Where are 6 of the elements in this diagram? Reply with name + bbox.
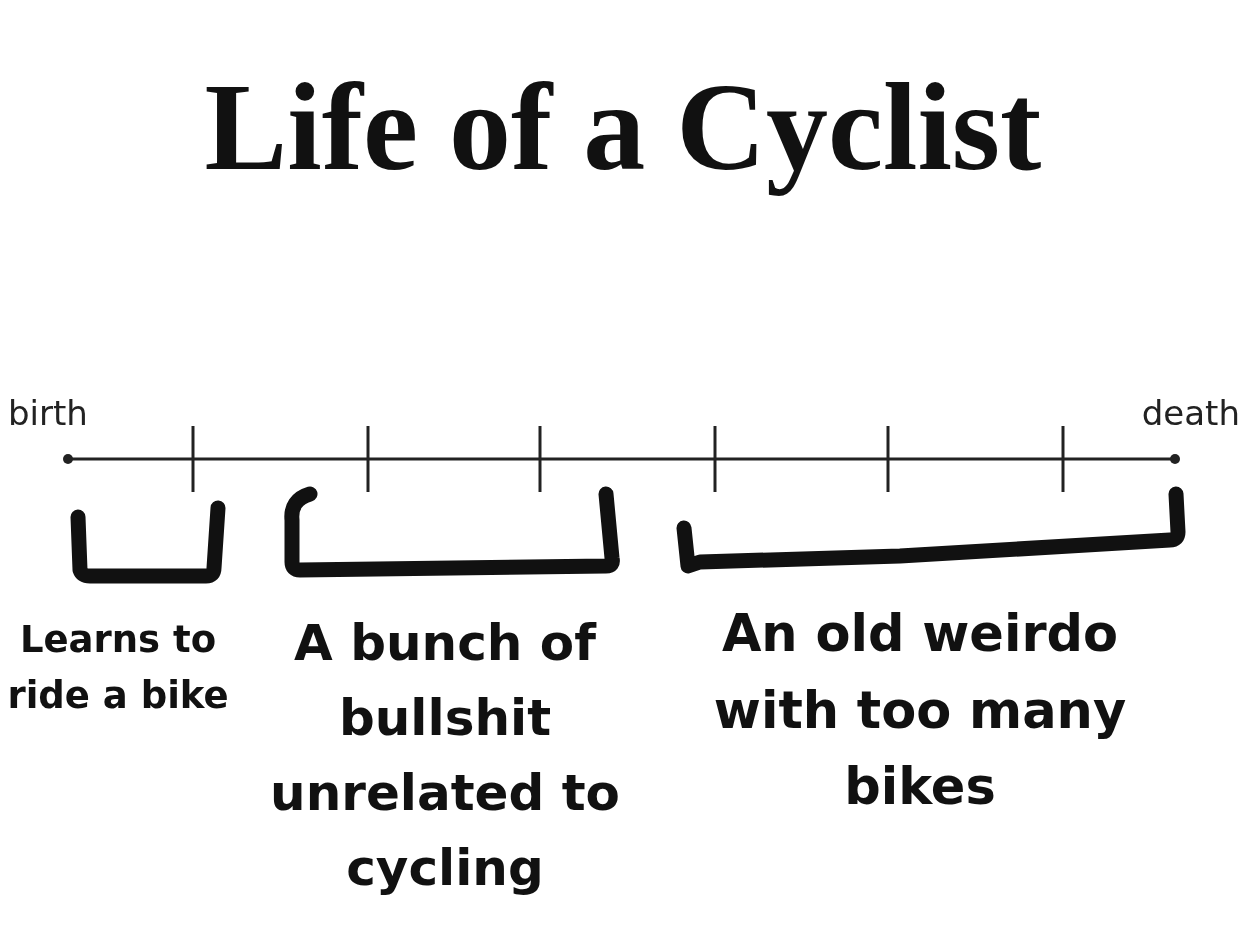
timeline-end-label: birth	[8, 393, 88, 434]
stage-caption: An old weirdo with too many bikes	[712, 603, 1128, 818]
timeline-end-label: death	[1141, 393, 1240, 434]
title: Life of a Cyclist	[203, 60, 1043, 197]
stage-caption: Learns to ride a bike	[6, 617, 230, 719]
stage-caption: A bunch of bullshit unrelated to cycling	[269, 613, 621, 899]
